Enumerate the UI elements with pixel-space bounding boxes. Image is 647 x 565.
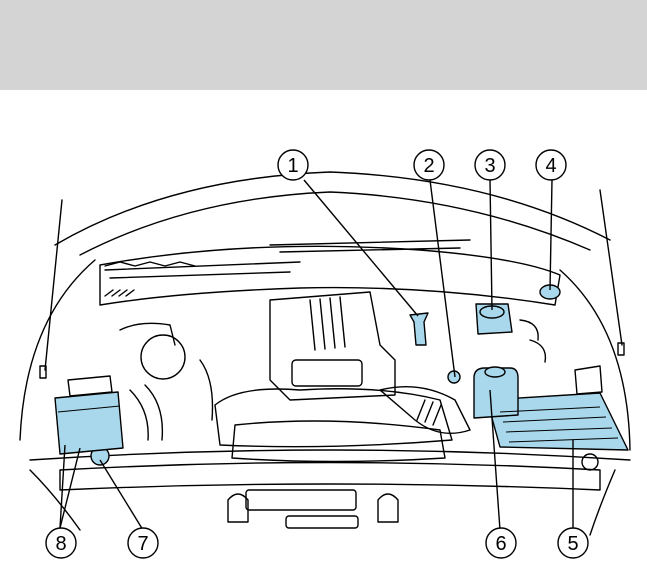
wiper-arm-left [105, 262, 300, 278]
lower-slot [286, 516, 358, 528]
leader-7 [100, 460, 143, 530]
left-hoses [130, 360, 213, 440]
component-6-cap [485, 367, 505, 377]
intake-ribs [417, 400, 441, 425]
right-hood-strut [600, 190, 622, 345]
right-wheelarch-detail [590, 470, 615, 535]
component-1-dipstick-cap [410, 313, 428, 345]
left-mount [228, 494, 248, 522]
right-strut-end [618, 343, 624, 355]
engine-cover-inset [292, 360, 362, 386]
left-reservoir [141, 335, 185, 379]
component-8-fuse-box [55, 392, 123, 454]
callout-3-label: 3 [484, 155, 495, 177]
front-latch-panel [246, 490, 356, 510]
manifold-lower [232, 421, 445, 462]
hood-outline [55, 172, 610, 245]
radiator-support [30, 450, 630, 460]
right-bracket [575, 366, 602, 394]
wiper-blade-texture [105, 262, 195, 266]
callout-4-label: 4 [545, 155, 556, 177]
right-wiring [520, 320, 545, 362]
front-bumper-bar [60, 463, 600, 491]
leader-3 [490, 180, 492, 310]
cowl-vent-slats [105, 290, 134, 296]
callout-5-label: 5 [567, 533, 578, 555]
engine-cover-ribs [310, 297, 345, 350]
right-small-cap [582, 454, 598, 470]
callout-2-label: 2 [423, 155, 434, 177]
right-mount [378, 494, 398, 522]
callout-1-label: 1 [287, 155, 298, 177]
callout-6-label: 6 [495, 533, 506, 555]
left-bracket [68, 323, 175, 396]
leader-4 [550, 180, 552, 290]
callout-8-label: 8 [55, 533, 66, 555]
callout-7-label: 7 [137, 533, 148, 555]
engine-cover [270, 292, 395, 400]
left-hood-strut [45, 200, 62, 370]
intake-tube [380, 387, 470, 434]
leader-2 [430, 180, 455, 377]
